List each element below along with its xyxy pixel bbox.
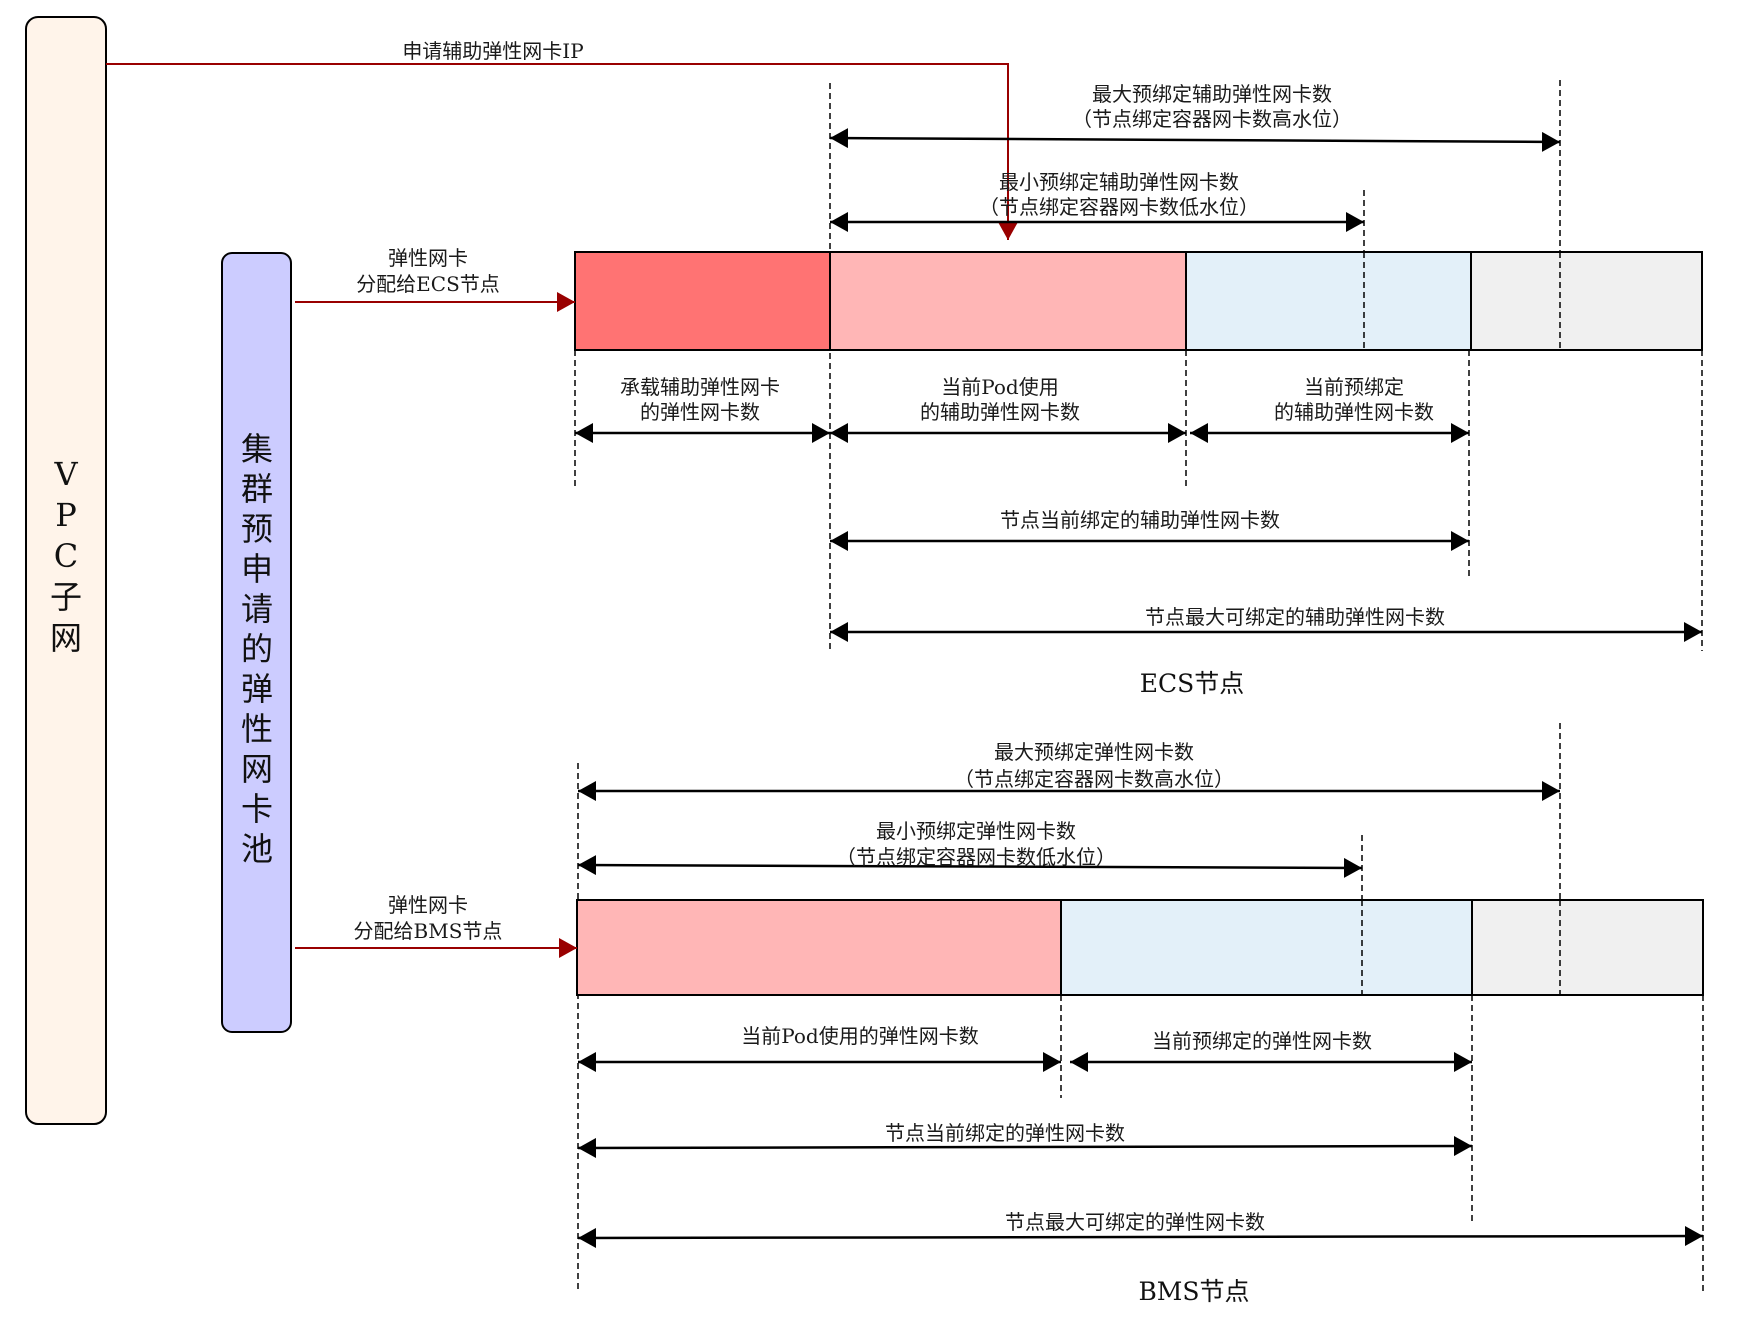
ecs-prebound-dimension: 当前预绑定 的辅助弹性网卡数 [1190,375,1469,443]
eni-pool-label-char: 预 [241,510,273,548]
ecs-current-bound-label: 节点当前绑定的辅助弹性网卡数 [1000,508,1280,532]
bms-assign-label-line2: 分配给BMS节点 [354,919,503,943]
ecs-max-prebind-sublabel: （节点绑定容器网卡数高水位） [1072,107,1352,131]
ecs-trunk-label-line1: 承载辅助弹性网卡 [620,375,780,399]
ecs-current-bound-dimension: 节点当前绑定的辅助弹性网卡数 [830,508,1469,551]
bms-prebound-dimension: 当前预绑定的弹性网卡数 [1070,1029,1472,1072]
ecs-max-bindable-dimension: 节点最大可绑定的辅助弹性网卡数 [830,605,1702,642]
ecs-min-prebind-dimension: 最小预绑定辅助弹性网卡数 （节点绑定容器网卡数低水位） [830,170,1364,232]
vpc-subnet-label-char: 网 [50,619,82,657]
bms-max-prebind-sublabel: （节点绑定容器网卡数高水位） [954,767,1234,791]
eni-pool-label-char: 群 [241,470,273,508]
bms-max-prebind-label: 最大预绑定弹性网卡数 [994,740,1194,764]
ecs-segment-eni-trunk [574,251,831,351]
vpc-subnet-label-char: P [55,496,77,534]
bms-segment-pod-used [576,899,1062,996]
ecs-node-title: ECS节点 [1140,669,1245,698]
ecs-max-prebind-dimension: 最大预绑定辅助弹性网卡数 （节点绑定容器网卡数高水位） [829,82,1561,152]
ecs-pod-used-label-line1: 当前Pod使用 [941,375,1059,399]
ecs-node-section: 弹性网卡 分配给ECS节点 最大预绑定辅助弹性网卡数 （节点绑定容器网卡数高水位… [295,80,1703,698]
eni-pool-label-char: 性 [241,710,273,748]
eni-pool-label-char: 集 [241,430,273,468]
ecs-segment-unbound [1470,251,1703,351]
ecs-min-prebind-label: 最小预绑定辅助弹性网卡数 [999,170,1239,194]
bms-current-bound-label: 节点当前绑定的弹性网卡数 [885,1121,1125,1145]
eni-pool-label-char: 的 [241,630,273,668]
ecs-assign-label-line1: 弹性网卡 [388,246,468,270]
bms-assign-arrow: 弹性网卡 分配给BMS节点 [295,893,577,958]
bms-pod-used-label: 当前Pod使用的弹性网卡数 [741,1024,979,1048]
eni-pool-label-char: 请 [241,590,273,628]
bms-min-prebind-sublabel: （节点绑定容器网卡数低水位） [836,845,1116,869]
bms-min-prebind-label: 最小预绑定弹性网卡数 [876,819,1076,843]
ecs-segment-prebound [1185,251,1472,351]
request-eni-ip-arrow: 申请辅助弹性网卡IP [106,39,1018,240]
ecs-pod-used-dimension: 当前Pod使用 的辅助弹性网卡数 [830,375,1186,443]
vpc-subnet-label-char: V [53,455,78,493]
bms-segment-prebound [1060,899,1473,996]
ecs-trunk-label-line2: 的弹性网卡数 [640,400,760,424]
bms-node-title: BMS节点 [1138,1277,1249,1306]
ecs-max-bindable-label: 节点最大可绑定的辅助弹性网卡数 [1145,605,1445,629]
bms-min-prebind-dimension: 最小预绑定弹性网卡数 （节点绑定容器网卡数低水位） [577,819,1363,878]
eni-pool-label-char: 卡 [241,790,273,828]
bms-prebound-label: 当前预绑定的弹性网卡数 [1152,1029,1372,1053]
eni-pool-label-char: 池 [241,830,273,868]
ecs-prebound-label-line1: 当前预绑定 [1304,375,1404,399]
bms-max-prebind-dimension: 最大预绑定弹性网卡数 （节点绑定容器网卡数高水位） [578,740,1560,801]
eni-pool-box [221,252,292,1033]
ecs-trunk-dimension: 承载辅助弹性网卡 的弹性网卡数 [575,375,830,443]
eni-pool-label-char: 网 [241,750,273,788]
ecs-segment-pod-used [829,251,1187,351]
bms-assign-label-line1: 弹性网卡 [388,893,468,917]
bms-max-bindable-label: 节点最大可绑定的弹性网卡数 [1005,1210,1265,1234]
ecs-assign-label-line2: 分配给ECS节点 [356,272,500,296]
ecs-assign-arrow: 弹性网卡 分配给ECS节点 [295,246,575,312]
eni-pool-label-char: 弹 [241,670,273,708]
request-eni-ip-label: 申请辅助弹性网卡IP [402,39,583,63]
bms-node-section: 弹性网卡 分配给BMS节点 最大预绑定弹性网卡数 （节点绑定容器网卡数高水位） … [295,723,1704,1306]
vpc-subnet-box [25,16,107,1125]
bms-segment-unbound [1471,899,1704,996]
bms-current-bound-dimension: 节点当前绑定的弹性网卡数 [577,1121,1473,1158]
ecs-max-prebind-label: 最大预绑定辅助弹性网卡数 [1092,82,1332,106]
ecs-min-prebind-sublabel: （节点绑定容器网卡数低水位） [979,195,1259,219]
ecs-prebound-label-line2: 的辅助弹性网卡数 [1274,400,1434,424]
bms-pod-used-dimension: 当前Pod使用的弹性网卡数 [578,1024,1061,1072]
vpc-subnet-label-char: 子 [50,578,82,616]
bms-max-bindable-dimension: 节点最大可绑定的弹性网卡数 [577,1210,1704,1248]
ecs-pod-used-label-line2: 的辅助弹性网卡数 [920,400,1080,424]
eni-pool-label-char: 申 [241,550,273,588]
vpc-subnet-label-char: C [54,537,78,575]
